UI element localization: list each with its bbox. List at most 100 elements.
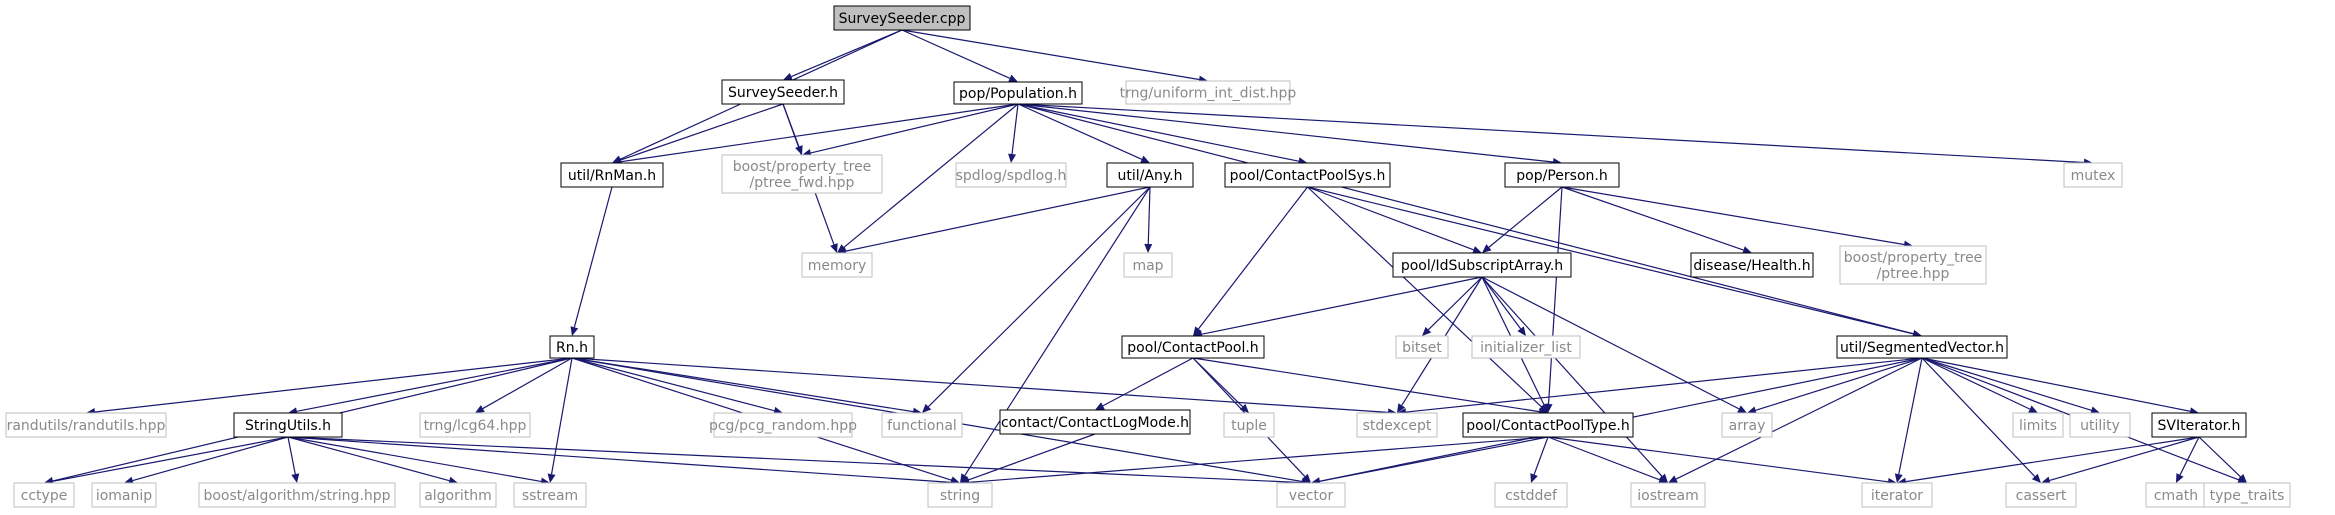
edge-line [2198, 436, 2241, 478]
edge-line [1547, 436, 1889, 483]
edge-line [132, 436, 289, 482]
node-box [1462, 412, 1634, 438]
edge-pool_idsubscriptarray_h-to-array [1481, 276, 1747, 413]
node-box [549, 335, 595, 359]
node-label: randutils/randutils.hpp [7, 418, 166, 434]
edge-util_segmentedvector_h-to-utility [1921, 357, 2100, 415]
edge-line [1192, 357, 1540, 413]
node-label: utility [2080, 418, 2120, 434]
edge-line [1921, 357, 2036, 477]
node-box [560, 162, 664, 188]
edge-line [1405, 357, 1923, 413]
node-label: /ptree.hpp [1877, 266, 1950, 282]
node-surveyseeder_h[interactable]: SurveySeeder.h [721, 79, 845, 105]
edge-sviterator_h-to-type_traits [2198, 436, 2247, 483]
arrowhead-icon [960, 473, 969, 483]
node-label: pool/ContactPoolSys.h [1230, 168, 1386, 184]
edge-line [620, 103, 1019, 163]
node-box [1630, 482, 1706, 508]
edge-surveyseeder_cpp-to-surveyseeder_h [783, 29, 903, 81]
edge-pool_contactpooltype_h-to-iostream [1547, 436, 1668, 484]
edge-util_segmentedvector_h-to-limits [1921, 357, 2038, 413]
node-box [2145, 482, 2207, 508]
edge-line [1561, 186, 1905, 246]
node-initializer_list: initializer_list [1471, 335, 1581, 359]
edge-pool_contactpoolsys_h-to-pool_contactpooltype_h [1307, 186, 1548, 413]
edge-line [94, 357, 573, 413]
arrowhead-icon [783, 72, 793, 81]
node-cassert: cassert [2005, 482, 2077, 508]
node-box [1276, 482, 1346, 508]
node-sviterator_h[interactable]: SVIterator.h [2151, 412, 2247, 438]
edge-util_segmentedvector_h-to-iterator [1894, 357, 1923, 483]
node-label: pool/IdSubscriptArray.h [1401, 258, 1563, 274]
edge-surveyseeder_cpp-to-trng_uniform_int_dist [901, 29, 1208, 84]
node-type_traits: type_traits [2203, 482, 2291, 508]
edge-stringutils_h-to-vector [287, 436, 1311, 487]
node-label: cassert [2016, 488, 2067, 504]
edge-line [1017, 103, 2085, 164]
edge-line [1017, 103, 1143, 160]
edge-sviterator_h-to-cassert [2041, 436, 2200, 485]
node-util_segmentedvector_h[interactable]: util/SegmentedVector.h [1836, 335, 2008, 359]
node-label: iterator [1871, 488, 1923, 504]
node-box [881, 412, 963, 438]
edge-stringutils_h-to-iomanip [124, 436, 289, 485]
node-disease_health_h[interactable]: disease/Health.h [1690, 252, 1814, 278]
node-box [1690, 252, 1814, 278]
node-rn_h[interactable]: Rn.h [549, 335, 595, 359]
arrowhead-icon [1894, 473, 1903, 483]
edge-pool_idsubscriptarray_h-to-iostream [1481, 276, 1668, 483]
node-label: limits [2019, 418, 2057, 434]
arrowhead-icon [1742, 246, 1752, 254]
node-label: map [1132, 258, 1163, 274]
edge-line [1307, 186, 1474, 251]
node-boost_ptree: boost/property_tree/ptree.hpp [1839, 245, 1987, 285]
node-pop_population_h[interactable]: pop/Population.h [953, 81, 1083, 105]
edge-line [901, 29, 1200, 81]
edge-line [1755, 357, 1923, 411]
node-stringutils_h[interactable]: StringUtils.h [233, 412, 343, 438]
node-util_any_h[interactable]: util/Any.h [1106, 162, 1194, 188]
node-mutex: mutex [2063, 162, 2123, 188]
edge-pop_person_h-to-boost_ptree [1561, 186, 1913, 249]
edge-pool_contactpooltype_h-to-cstddef [1530, 436, 1549, 483]
edge-rn_h-to-trng_lcg64 [475, 357, 573, 413]
edge-line [571, 357, 1389, 414]
edge-line [1921, 357, 2092, 411]
edge-line [1905, 436, 2200, 483]
node-limits: limits [2012, 412, 2064, 438]
node-box [13, 482, 75, 508]
node-pool_contactpooltype_h[interactable]: pool/ContactPoolType.h [1462, 412, 1634, 438]
node-contact_contactlogmode_h[interactable]: contact/ContactLogMode.h [999, 409, 1191, 435]
node-pool_contactpoolsys_h[interactable]: pool/ContactPoolSys.h [1224, 162, 1391, 188]
arrowhead-icon [1747, 406, 1757, 415]
node-box [713, 412, 853, 438]
edge-line [791, 29, 903, 78]
node-box [999, 409, 1191, 435]
edge-line [968, 433, 1096, 481]
edge-line [810, 103, 1019, 154]
arrowhead-icon [1472, 246, 1482, 254]
edge-rn_h-to-randutils [86, 357, 573, 416]
node-box [1121, 335, 1265, 359]
node-box [419, 412, 531, 438]
node-surveyseeder_cpp[interactable]: SurveySeeder.cpp [833, 5, 971, 31]
node-box [1504, 162, 1620, 188]
node-pop_person_h[interactable]: pop/Person.h [1504, 162, 1620, 188]
node-label: mutex [2071, 168, 2116, 184]
node-util_rnman_h[interactable]: util/RnMan.h [560, 162, 664, 188]
node-box [1223, 412, 1275, 438]
node-pool_contactpool_h[interactable]: pool/ContactPool.h [1121, 335, 1265, 359]
edge-line [1921, 357, 2191, 412]
node-box [833, 5, 971, 31]
node-box [721, 79, 845, 105]
node-spdlog: spdlog/spdlog.h [955, 162, 1067, 188]
edge-line [968, 436, 1549, 483]
edge-rn_h-to-stringutils_h [288, 357, 573, 416]
node-pool_idsubscriptarray_h[interactable]: pool/IdSubscriptArray.h [1392, 252, 1572, 278]
arrowhead-icon [1530, 473, 1538, 483]
edge-util_any_h-to-memory [837, 186, 1151, 256]
node-label: boost/property_tree [733, 159, 872, 175]
node-label: pop/Person.h [1516, 168, 1607, 184]
